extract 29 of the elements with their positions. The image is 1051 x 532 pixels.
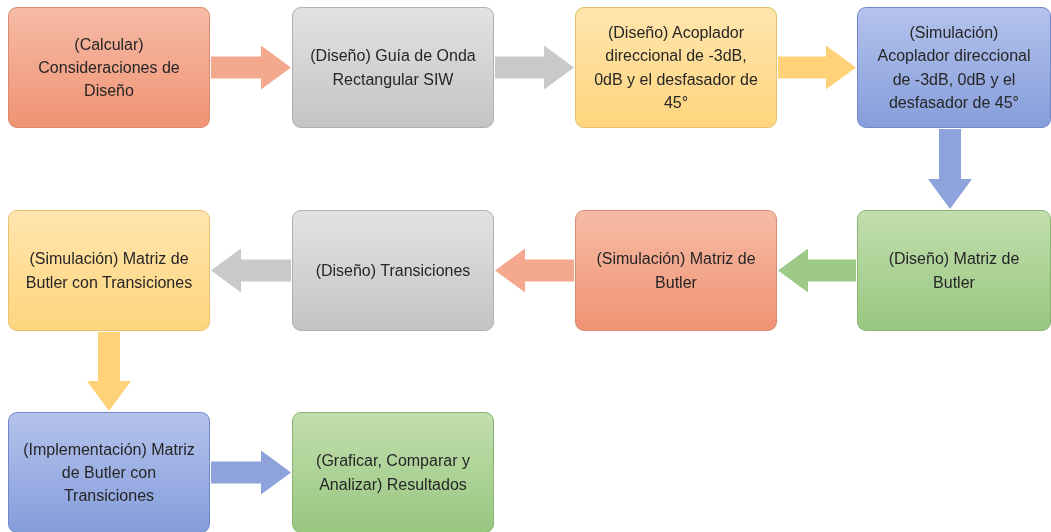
box-text: (Diseño) Transiciones xyxy=(315,260,471,281)
process-box xyxy=(292,7,494,128)
block-arrow xyxy=(211,450,291,495)
process-box xyxy=(857,210,1051,331)
block-arrow xyxy=(211,45,291,90)
process-box xyxy=(575,7,777,128)
block-arrow xyxy=(928,129,972,209)
process-box xyxy=(8,210,210,331)
block-arrow xyxy=(495,45,574,90)
box-text: (Simulación) Matriz de Butler con Transiciones xyxy=(24,249,194,293)
box-text: (Diseño) Acoplador direccional de -3dB, 0dB y el desfasador de 45° xyxy=(593,23,759,113)
box-text: (Calcular) Consideraciones de Diseño xyxy=(37,34,181,102)
block-arrow xyxy=(211,248,291,293)
box-text: (Simulación) Matriz de Butler xyxy=(595,249,757,293)
process-box xyxy=(8,412,210,532)
process-box xyxy=(292,412,494,532)
process-box xyxy=(575,210,777,331)
process-box xyxy=(292,210,494,331)
process-box xyxy=(8,7,210,128)
box-text: (Simulación) Acoplador direccional de -3dB, 0dB y el desfasador de 45° xyxy=(876,23,1032,113)
box-text: (Diseño) Matriz de Butler xyxy=(887,249,1021,293)
block-arrow xyxy=(495,248,574,293)
block-arrow xyxy=(778,45,856,90)
process-box xyxy=(857,7,1051,128)
box-text: (Diseño) Guía de Onda Rectangular SIW xyxy=(309,46,477,90)
block-arrow xyxy=(778,248,856,293)
box-text: (Graficar, Comparar y Analizar) Resultados xyxy=(315,451,471,495)
box-text: (Implementación) Matriz de Butler con Transiciones xyxy=(23,439,195,507)
block-arrow xyxy=(87,332,131,411)
